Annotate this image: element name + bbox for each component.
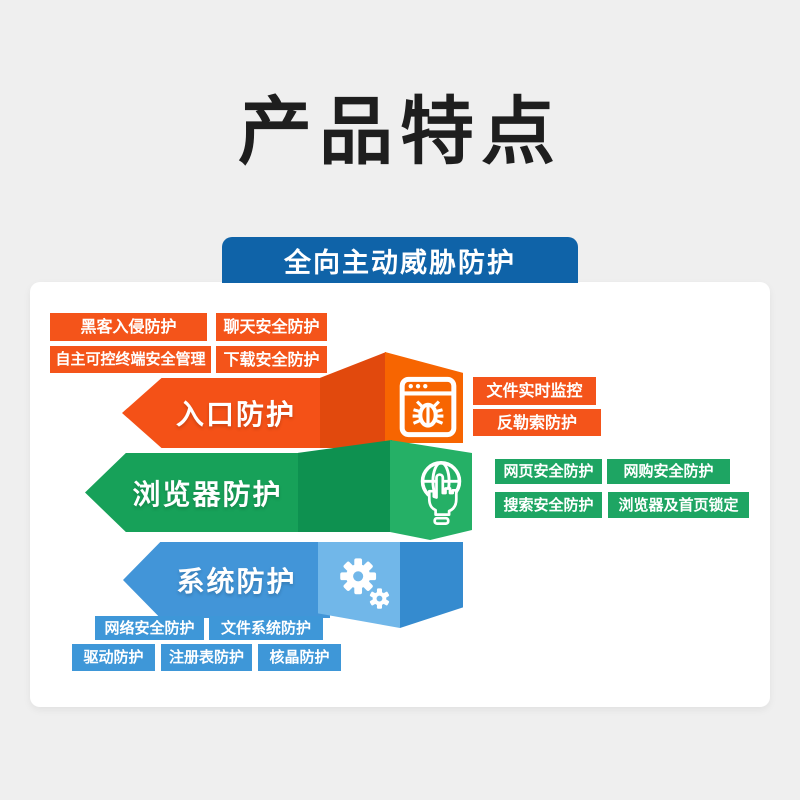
browser-ribbon-dark-face [298, 440, 392, 532]
feature-tag: 注册表防护 [161, 644, 252, 671]
browser-bug-icon [399, 376, 457, 438]
feature-tag: 网络安全防护 [95, 616, 204, 640]
feature-tag: 聊天安全防护 [216, 313, 327, 341]
feature-tag: 浏览器及首页锁定 [608, 492, 749, 518]
gears-icon [340, 558, 390, 609]
feature-tag: 自主可控终端安全管理 [50, 346, 211, 373]
globe-hand-icon [420, 461, 462, 525]
feature-tag: 核晶防护 [258, 644, 341, 671]
feature-tag: 文件系统防护 [209, 616, 323, 640]
feature-tag: 下载安全防护 [216, 346, 327, 373]
browser-protection-label: 浏览器防护 [132, 477, 283, 511]
section-banner-label: 全向主动威胁防护 [284, 247, 516, 279]
feature-tag: 网页安全防护 [495, 459, 602, 484]
browser-protection-banner: 浏览器防护 [85, 453, 300, 532]
feature-tag: 反勒索防护 [473, 409, 601, 436]
system-protection-label: 系统防护 [176, 565, 297, 598]
page-title: 产品特点 [238, 89, 562, 175]
section-banner: 全向主动威胁防护 [222, 237, 578, 283]
entry-protection-banner: 入口防护 [122, 378, 330, 448]
feature-tag: 搜索安全防护 [495, 492, 602, 518]
feature-tag: 网购安全防护 [607, 459, 730, 484]
entry-protection-label: 入口防护 [175, 398, 296, 431]
feature-tag: 驱动防护 [72, 644, 155, 671]
system-protection-banner: 系统防护 [123, 542, 330, 618]
feature-tag: 黑客入侵防护 [50, 313, 207, 341]
feature-tag: 文件实时监控 [473, 377, 596, 405]
